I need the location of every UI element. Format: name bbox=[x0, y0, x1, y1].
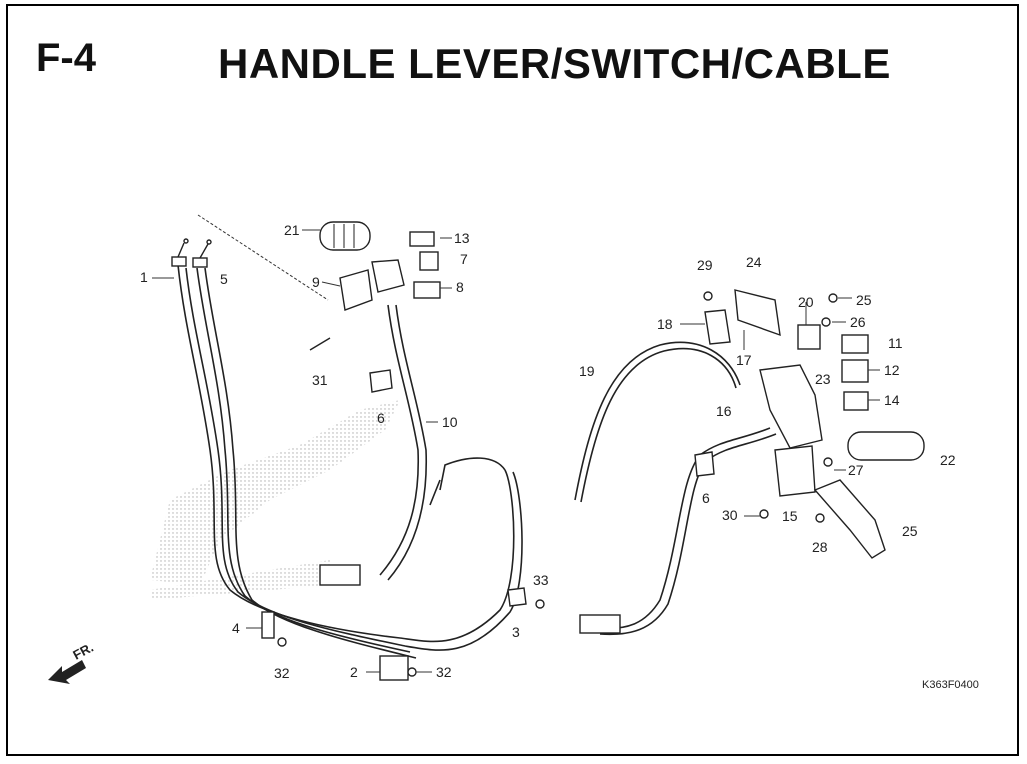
callout: 27 bbox=[848, 462, 864, 478]
connector-block bbox=[319, 564, 361, 586]
left-parts bbox=[261, 221, 545, 681]
direction-label: FR. bbox=[70, 640, 96, 663]
callout: 30 bbox=[722, 507, 738, 523]
switch-12 bbox=[841, 359, 869, 383]
switch-11 bbox=[841, 334, 869, 354]
cap-20 bbox=[797, 324, 821, 350]
screw-26b bbox=[821, 317, 831, 327]
callout: 10 bbox=[442, 414, 458, 430]
screw-26a bbox=[828, 293, 838, 303]
callout: 23 bbox=[815, 371, 831, 387]
callout: 28 bbox=[812, 539, 828, 555]
section-code: F-4 bbox=[36, 36, 96, 80]
callout: 32 bbox=[274, 665, 290, 681]
bolt-33 bbox=[535, 599, 545, 609]
callout: 29 bbox=[697, 257, 713, 273]
stay-18 bbox=[704, 309, 731, 345]
callout: 32 bbox=[436, 664, 452, 680]
bracket-2 bbox=[379, 655, 409, 681]
callout: 13 bbox=[454, 230, 470, 246]
callout: 31 bbox=[312, 372, 328, 388]
callout: 33 bbox=[533, 572, 549, 588]
callout: 2 bbox=[350, 664, 358, 680]
page-title: HANDLE LEVER/SWITCH/CABLE bbox=[218, 40, 891, 87]
callout: 4 bbox=[232, 620, 240, 636]
clamp-3 bbox=[507, 587, 527, 607]
reference-code: K363F0400 bbox=[922, 679, 979, 691]
switch-13 bbox=[409, 231, 435, 247]
callout: 18 bbox=[657, 316, 673, 332]
connector-right bbox=[579, 614, 621, 634]
master-cylinder-23 bbox=[759, 364, 823, 449]
switch-7 bbox=[419, 251, 439, 271]
callout: 12 bbox=[884, 362, 900, 378]
bracket-4 bbox=[261, 611, 275, 639]
callout-labels: 1 2 3 4 5 6 6 7 8 9 10 11 12 13 14 15 16… bbox=[140, 222, 956, 681]
housing-15 bbox=[774, 445, 816, 497]
bolt-32b bbox=[407, 667, 417, 677]
leader-lines bbox=[152, 229, 880, 673]
callout: 26 bbox=[850, 314, 866, 330]
watermark-logo bbox=[150, 400, 400, 600]
callout: 20 bbox=[798, 294, 814, 310]
callout: 25 bbox=[856, 292, 872, 308]
switch-8 bbox=[413, 281, 441, 299]
callout: 24 bbox=[746, 254, 762, 270]
screw-31 bbox=[309, 337, 331, 351]
callout: 6 bbox=[702, 490, 710, 506]
callout: 8 bbox=[456, 279, 464, 295]
callout: 17 bbox=[736, 352, 752, 368]
callout: 25 bbox=[902, 523, 918, 539]
callout: 7 bbox=[460, 251, 468, 267]
callout: 22 bbox=[940, 452, 956, 468]
right-cables bbox=[574, 341, 777, 636]
clamp-6 bbox=[369, 369, 393, 393]
screw-30 bbox=[759, 509, 769, 519]
callout: 19 bbox=[579, 363, 595, 379]
throttle-grip-21 bbox=[319, 221, 371, 251]
brake-hose-10 bbox=[379, 304, 428, 581]
lever-25 bbox=[813, 479, 886, 559]
bolt-27 bbox=[823, 457, 833, 467]
cover-24 bbox=[734, 289, 781, 337]
callout: 5 bbox=[220, 271, 228, 287]
bolt-29 bbox=[703, 291, 713, 301]
callout: 21 bbox=[284, 222, 300, 238]
front-direction-arrow: FR. bbox=[48, 640, 96, 684]
callout: 14 bbox=[884, 392, 900, 408]
right-parts bbox=[579, 289, 925, 634]
switch-housing bbox=[371, 259, 405, 293]
callout: 1 bbox=[140, 269, 148, 285]
callout: 6 bbox=[377, 410, 385, 426]
switch-14 bbox=[843, 391, 869, 411]
callout: 16 bbox=[716, 403, 732, 419]
throttle-cables bbox=[177, 264, 523, 659]
clamp-6b bbox=[694, 451, 715, 477]
leader-line bbox=[197, 214, 329, 301]
cable-ends bbox=[171, 238, 212, 268]
callout: 11 bbox=[888, 335, 903, 351]
nut-28 bbox=[815, 513, 825, 523]
callout: 3 bbox=[512, 624, 520, 640]
callout: 9 bbox=[312, 274, 320, 290]
grip-22 bbox=[847, 431, 925, 461]
callout: 15 bbox=[782, 508, 798, 524]
bolt-32a bbox=[277, 637, 287, 647]
throttle-housing-9 bbox=[339, 269, 373, 311]
